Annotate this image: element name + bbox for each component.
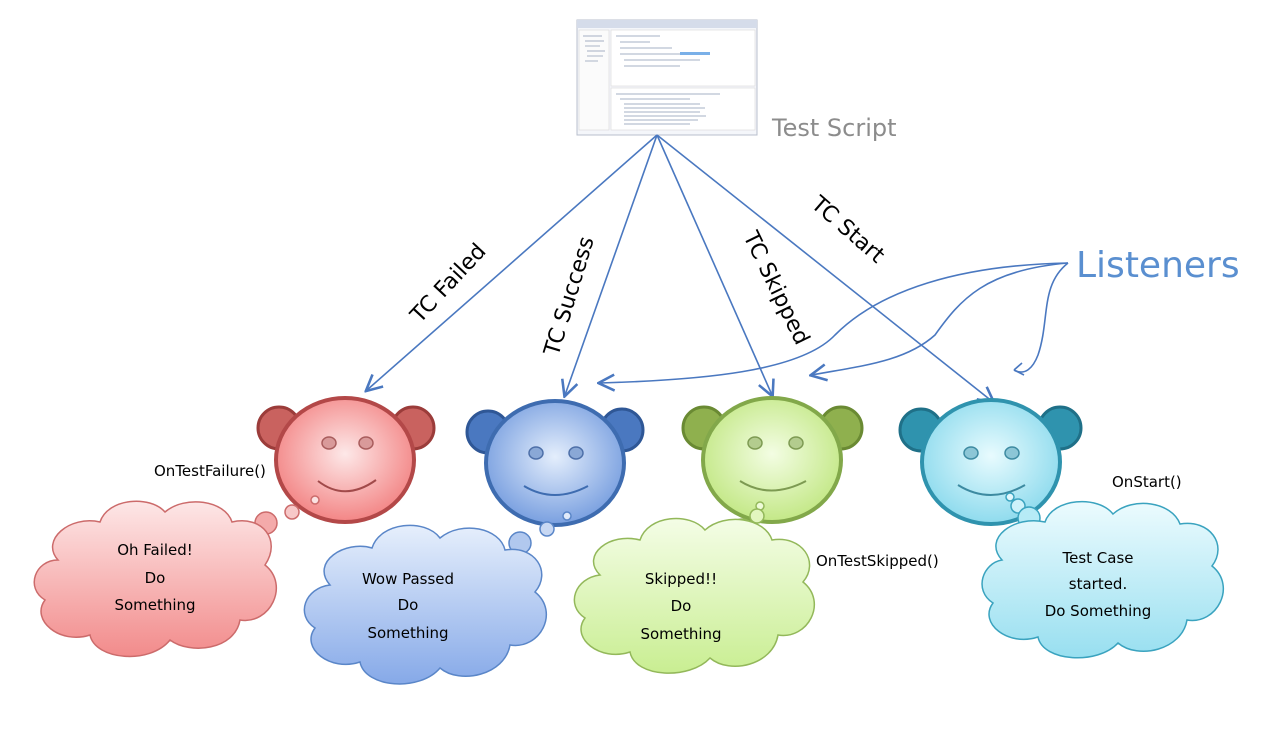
cloud-line: Do (671, 597, 692, 615)
cloud-text-passed: Wow Passed Do Something (362, 570, 454, 642)
cloud-text-failed: Oh Failed! Do Something (114, 541, 195, 614)
arrow-tc-start (656, 134, 993, 402)
arrow-tc-success (565, 134, 658, 395)
cloud-failed (33, 500, 277, 658)
listener-curve-success (600, 262, 1069, 383)
listener-curves (600, 262, 1069, 383)
listener-curve-start (1013, 262, 1069, 373)
listener-curve-skipped (812, 262, 1069, 375)
cloud-passed (303, 524, 547, 685)
listeners-label: Listeners (1076, 245, 1240, 286)
thought-dots-success (508, 511, 572, 555)
cloud-line: Do (145, 569, 166, 587)
cloud-skipped (573, 517, 815, 674)
cloud-line: Skipped!! (645, 570, 717, 588)
arrow-tc-failed (367, 134, 658, 390)
test-script-thumbnail (576, 19, 758, 136)
event-arrows (367, 134, 993, 402)
edge-label-tc-skipped: TC Skipped (737, 227, 814, 349)
cloud-line: Oh Failed! (117, 541, 193, 559)
edge-label-tc-start: TC Start (805, 191, 889, 269)
cloud-line: Test Case (1061, 549, 1133, 567)
arrow-tc-skipped (656, 134, 772, 395)
cloud-line: started. (1069, 575, 1127, 593)
cloud-line: Something (114, 596, 195, 614)
cloud-line: Something (640, 625, 721, 643)
method-on-test-skipped: OnTestSkipped() (816, 552, 939, 570)
edge-label-tc-failed: TC Failed (405, 239, 491, 329)
cloud-started (981, 500, 1224, 659)
cloud-text-started: Test Case started. Do Something (1045, 549, 1152, 620)
cloud-line: Wow Passed (362, 570, 454, 588)
listener-head-success (465, 399, 645, 527)
method-on-start: OnStart() (1112, 473, 1182, 491)
edge-label-tc-success: TC Success (540, 234, 600, 360)
cloud-line: Do Something (1045, 602, 1152, 620)
method-on-test-failure: OnTestFailure() (154, 462, 266, 480)
listener-head-start (898, 398, 1083, 526)
test-script-label: Test Script (771, 114, 897, 142)
listener-head-failure (256, 396, 436, 524)
cloud-text-skipped: Skipped!! Do Something (640, 570, 721, 643)
listener-head-skipped (681, 396, 864, 524)
cloud-line: Something (367, 624, 448, 642)
cloud-line: Do (398, 596, 419, 614)
